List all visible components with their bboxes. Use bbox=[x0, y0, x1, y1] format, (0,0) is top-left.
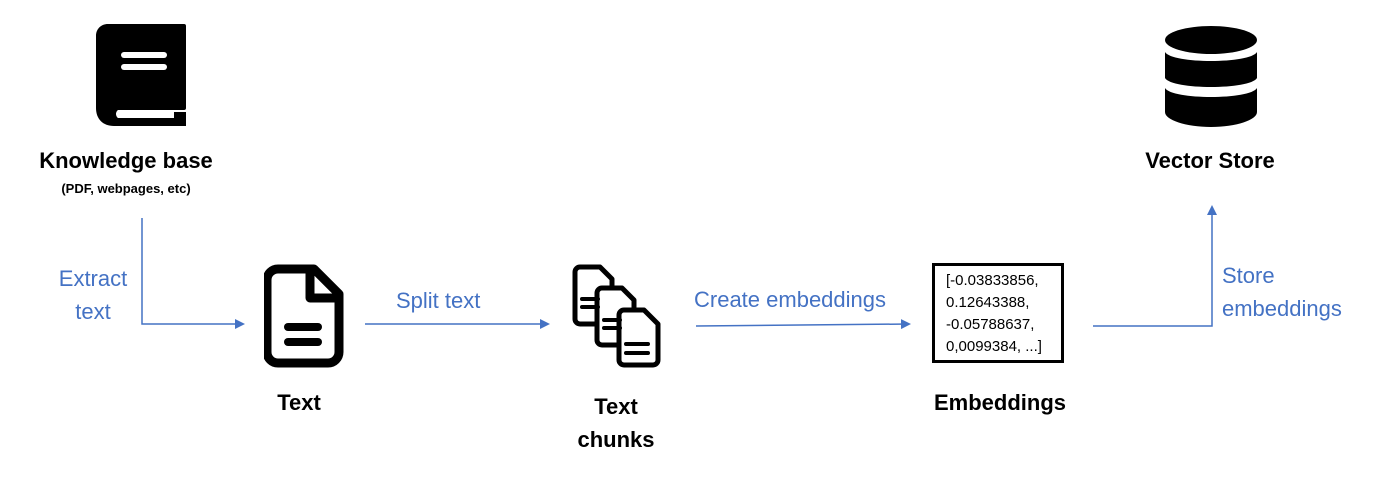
vector-value: [-0.03833856, bbox=[946, 272, 1039, 289]
vector-value: 0,0099384, ...] bbox=[946, 338, 1042, 355]
chunks-title-line2: chunks bbox=[577, 427, 655, 452]
embedding-vector-box: [-0.03833856, 0.12643388, -0.05788637, 0… bbox=[932, 263, 1064, 363]
embeddings-title: Embeddings bbox=[933, 390, 1066, 415]
vector-store-title: Vector Store bbox=[1145, 148, 1275, 173]
extract-arrow bbox=[141, 218, 245, 329]
create-embeddings-label: Create embeddings bbox=[694, 287, 887, 312]
vector-value: -0.05788637, bbox=[946, 316, 1035, 333]
document-icon bbox=[264, 264, 344, 368]
knowledge-base-subtitle: (PDF, webpages, etc) bbox=[61, 181, 191, 196]
store-label-line2: embeddings bbox=[1222, 296, 1342, 321]
knowledge-base-title: Knowledge base bbox=[39, 148, 213, 173]
create-arrow bbox=[695, 319, 911, 330]
database-icon bbox=[1165, 26, 1257, 127]
vector-value: 0.12643388, bbox=[946, 294, 1030, 311]
documents-icon bbox=[572, 264, 661, 368]
split-text-label: Split text bbox=[396, 288, 481, 313]
text-title: Text bbox=[277, 390, 321, 415]
extract-label-line1: Extract bbox=[58, 266, 128, 291]
book-icon bbox=[96, 24, 186, 126]
store-label-line1: Store bbox=[1222, 263, 1275, 288]
chunks-title-line1: Text bbox=[594, 394, 638, 419]
extract-text-label: Extract text bbox=[54, 262, 132, 328]
store-embeddings-label: Store embeddings bbox=[1222, 259, 1342, 325]
store-arrow bbox=[1093, 205, 1217, 327]
chunks-title: Text chunks bbox=[566, 390, 666, 456]
extract-label-line2: text bbox=[75, 299, 111, 324]
